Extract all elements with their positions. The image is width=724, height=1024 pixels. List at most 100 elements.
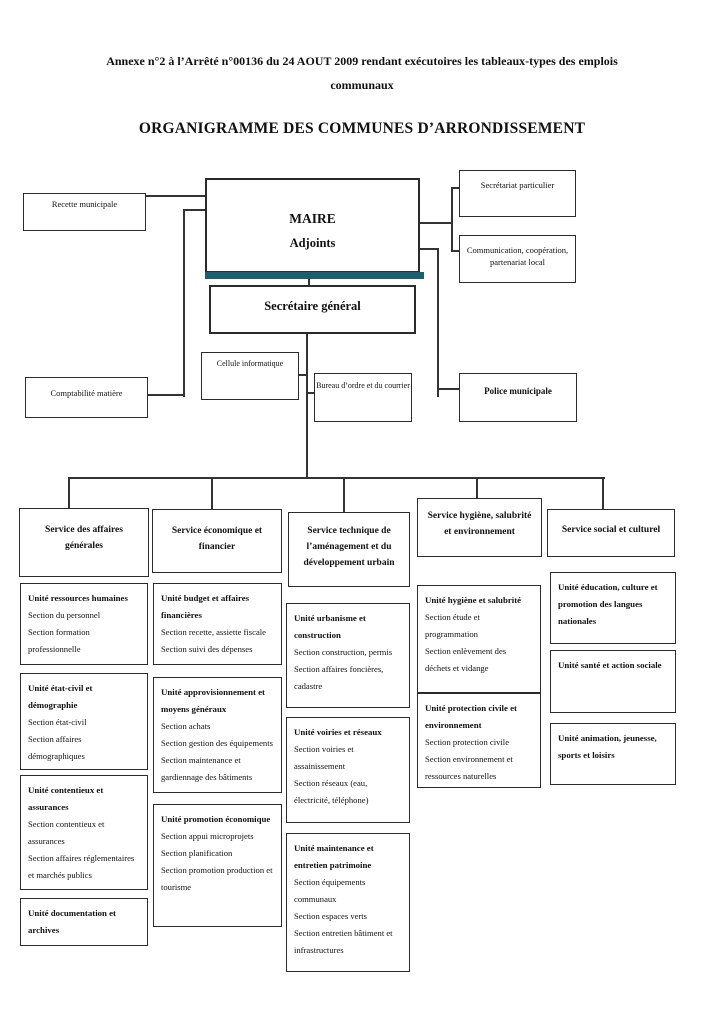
box-maire: MAIRE Adjoints — [205, 178, 420, 273]
unit-box-promotion-economique: Unité promotion économique Section appui… — [153, 804, 282, 927]
box-police-municipale: Police municipale — [459, 373, 577, 422]
unit-box-sante-action-sociale: Unité santé et action sociale — [550, 650, 676, 713]
unit-section: Section gestion des équipements — [161, 738, 273, 748]
connector-line — [146, 195, 207, 197]
connector-line — [451, 187, 453, 252]
service-title: Service technique de l’aménagement et du… — [303, 526, 395, 568]
unit-title: Unité protection civile et environnement — [425, 703, 517, 730]
unit-box-budget-finances: Unité budget et affaires financières Sec… — [153, 583, 282, 665]
unit-title: Unité voiries et réseaux — [294, 727, 382, 737]
service-box-affaires-generales: Service des affaires générales — [19, 508, 149, 577]
connector-line — [476, 477, 478, 498]
box-label-line1: Communication, coopération, — [466, 245, 569, 255]
connector-line — [437, 388, 460, 390]
unit-section: Section affaires foncières, cadastre — [294, 664, 384, 691]
connector-line — [68, 477, 605, 479]
connector-line — [183, 209, 207, 211]
unit-title: Unité éducation, culture et promotion de… — [558, 582, 658, 626]
service-box-technique-urbain: Service technique de l’aménagement et du… — [288, 512, 410, 587]
maire-shadow-bar — [205, 271, 424, 279]
unit-box-education-culture: Unité éducation, culture et promotion de… — [550, 572, 676, 644]
unit-section: Section construction, permis — [294, 647, 393, 657]
unit-box-animation-jeunesse: Unité animation, jeunesse, sports et loi… — [550, 723, 676, 785]
box-comptabilite-matiere: Comptabilité matière — [25, 377, 148, 418]
unit-box-documentation-archives: Unité documentation et archives — [20, 898, 148, 946]
unit-title: Unité hygiène et salubrité — [425, 595, 522, 605]
unit-section: Section achats — [161, 721, 211, 731]
unit-section: Section contentieux et assurances — [28, 819, 105, 846]
box-bureau-ordre: Bureau d’ordre et du courrier — [314, 373, 412, 422]
unit-section: Section appui microprojets — [161, 831, 254, 841]
connector-line — [415, 222, 452, 224]
box-label: Police municipale — [484, 386, 552, 396]
annex-title-line1: Annexe n°2 à l’Arrêté n°00136 du 24 AOUT… — [106, 54, 618, 68]
unit-box-ressources-humaines: Unité ressources humaines Section du per… — [20, 583, 148, 665]
unit-section: Section équipements communaux — [294, 877, 366, 904]
unit-title: Unité maintenance et entretien patrimoin… — [294, 843, 374, 870]
unit-box-approvisionnement: Unité approvisionnement et moyens généra… — [153, 677, 282, 793]
unit-section: Section réseaux (eau, électricité, télép… — [294, 778, 369, 805]
connector-line — [602, 477, 604, 509]
box-label: Cellule informatique — [216, 359, 284, 368]
connector-line — [148, 394, 183, 396]
unit-box-voiries-reseaux: Unité voiries et réseaux Section voiries… — [286, 717, 410, 823]
unit-section: Section voiries et assainissement — [294, 744, 354, 771]
unit-section: Section promotion production et tourisme — [161, 865, 273, 892]
connector-line — [68, 477, 70, 508]
unit-section: Section entretien bâtiment et infrastruc… — [294, 928, 393, 955]
unit-section: Section espaces verts — [294, 911, 368, 921]
unit-title: Unité budget et affaires financières — [161, 593, 250, 620]
connector-line — [298, 374, 307, 376]
unit-section: Section environnement et ressources natu… — [425, 754, 513, 781]
unit-section: Section du personnel — [28, 610, 101, 620]
unit-section: Section affaires réglementaires — [28, 853, 135, 863]
box-label: Secrétariat particulier — [480, 180, 555, 190]
connector-line — [306, 392, 315, 394]
unit-section: Section état-civil — [28, 717, 87, 727]
connector-line — [343, 477, 345, 512]
unit-title: Unité contentieux et assurances — [28, 785, 104, 812]
unit-section: Section formation professionnelle — [28, 627, 90, 654]
unit-box-etat-civil: Unité état-civil et démographie Section … — [20, 673, 148, 770]
connector-line — [437, 248, 439, 397]
unit-title: Unité santé et action sociale — [558, 660, 662, 670]
unit-section: Section planification — [161, 848, 233, 858]
box-label: Recette municipale — [51, 199, 118, 209]
connector-line — [308, 273, 310, 286]
service-box-social-culturel: Service social et culturel — [547, 509, 675, 557]
unit-box-hygiene-salubrite: Unité hygiène et salubrité Section étude… — [417, 585, 541, 693]
unit-section: Section maintenance et gardiennage des b… — [161, 755, 253, 782]
box-label: Secrétaire général — [264, 299, 361, 313]
unit-title: Unité ressources humaines — [28, 593, 128, 603]
unit-title: Unité urbanisme et construction — [294, 613, 366, 640]
service-title: Service social et culturel — [561, 525, 661, 535]
service-title: Service hygiène, salubrité et environnem… — [427, 511, 532, 537]
page-title: ORGANIGRAMME DES COMMUNES D’ARRONDISSEME… — [138, 120, 586, 137]
unit-box-protection-civile: Unité protection civile et environnement… — [417, 693, 541, 788]
box-communication: Communication, coopération, partenariat … — [459, 235, 576, 283]
service-title: Service économique et financier — [171, 526, 263, 552]
unit-title: Unité approvisionnement et moyens généra… — [161, 687, 265, 714]
unit-section: et marchés publics — [28, 870, 92, 880]
service-box-hygiene-environnement: Service hygiène, salubrité et environnem… — [417, 498, 542, 557]
connector-line — [451, 187, 460, 189]
unit-title: Unité documentation et archives — [28, 908, 116, 935]
unit-section: Section étude et programmation — [425, 612, 480, 639]
unit-box-contentieux-assurances: Unité contentieux et assurances Section … — [20, 775, 148, 890]
adjoints-label: Adjoints — [289, 236, 336, 250]
service-title: Service des affaires générales — [45, 525, 123, 551]
connector-line — [306, 333, 308, 478]
unit-section: Section enlèvement des déchets et vidang… — [425, 646, 507, 673]
unit-title: Unité promotion économique — [161, 814, 271, 824]
unit-title: Unité animation, jeunesse, sports et loi… — [558, 733, 657, 760]
connector-line — [211, 477, 213, 509]
unit-section: Section protection civile — [425, 737, 510, 747]
unit-section: Section affaires démographiques — [28, 734, 85, 761]
unit-section: Section recette, assiette fiscale — [161, 627, 266, 637]
annex-title-line2: communaux — [330, 78, 394, 92]
box-recette-municipale: Recette municipale — [23, 193, 146, 231]
box-cellule-informatique: Cellule informatique — [201, 352, 299, 400]
service-box-economique-financier: Service économique et financier — [152, 509, 282, 573]
box-secretaire-general: Secrétaire général — [209, 285, 416, 334]
box-secretariat-particulier: Secrétariat particulier — [459, 170, 576, 217]
